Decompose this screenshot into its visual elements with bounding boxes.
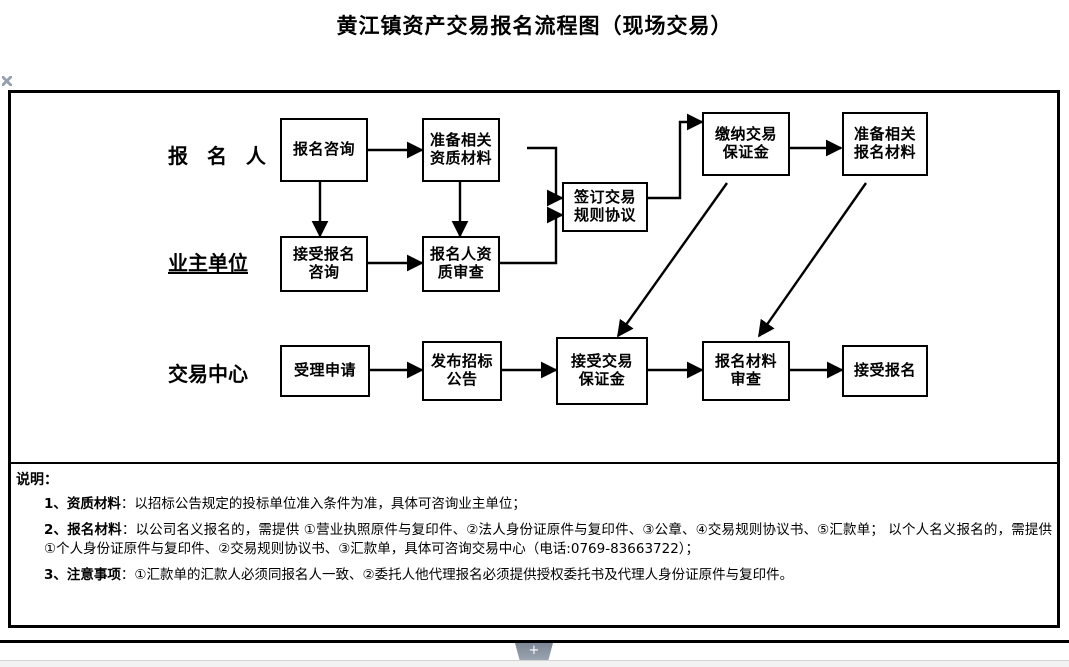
- node-jieshou-baoming[interactable]: 接受报名: [842, 345, 928, 397]
- note-index: 3、: [44, 566, 67, 583]
- note-item: 1、资质材料：以招标公告规定的投标单位准入条件为准，具体可咨询业主单位；: [16, 495, 1052, 515]
- node-fabu-zhaobiao-gonggao[interactable]: 发布招标 公告: [422, 341, 502, 401]
- page-title: 黄江镇资产交易报名流程图（现场交易）: [336, 14, 733, 38]
- note-term: 报名材料: [67, 521, 122, 538]
- node-zhunbei-zizhi-cailiao[interactable]: 准备相关 资质材料: [422, 118, 500, 182]
- node-baoming-zixun[interactable]: 报名咨询: [280, 118, 368, 182]
- frame-selection-handle[interactable]: [2, 76, 12, 86]
- node-shouli-shenqing[interactable]: 受理申请: [280, 345, 370, 397]
- lane-label-applicant: 报 名 人: [168, 144, 272, 168]
- node-baoming-cailiao-shencha[interactable]: 报名材料 审查: [702, 341, 790, 401]
- note-text: ：以公司名义报名的，需提供 ①营业执照原件与复印件、②法人身份证原件与复印件、③…: [44, 521, 1053, 558]
- note-item: 3、注意事项：①汇款单的汇款人必须同报名人一致、②委托人他代理报名必须提供授权委…: [16, 566, 1052, 586]
- notes-heading: 说明：: [16, 472, 58, 488]
- node-jiaona-jiaoyi-baozhengjin[interactable]: 缴纳交易 保证金: [702, 112, 790, 176]
- add-sheet-tab[interactable]: +: [515, 643, 553, 660]
- note-term: 注意事项: [66, 566, 121, 583]
- notes-divider: [8, 462, 1060, 464]
- notes-section: 说明： 1、资质材料：以招标公告规定的投标单位准入条件为准，具体可咨询业主单位；…: [16, 470, 1052, 592]
- node-qianding-jiaoyi-guize-xieyi[interactable]: 签订交易 规则协议: [562, 182, 648, 232]
- node-zhunbei-baoming-cailiao[interactable]: 准备相关 报名材料: [842, 112, 928, 176]
- note-index: 1、: [44, 496, 67, 513]
- bottom-rule: [0, 640, 1069, 643]
- note-index: 2、: [44, 521, 68, 538]
- note-term: 资质材料: [66, 496, 121, 513]
- bottom-strip: [0, 660, 1069, 667]
- lane-label-trading-center: 交易中心: [168, 362, 248, 386]
- note-text: ：①汇款单的汇款人必须同报名人一致、②委托人他代理报名必须提供授权委托书及代理人…: [120, 566, 794, 583]
- note-item: 2、报名材料：以公司名义报名的，需提供 ①营业执照原件与复印件、②法人身份证原件…: [16, 521, 1052, 560]
- node-jieshou-baoming-zixun[interactable]: 接受报名 咨询: [280, 236, 368, 292]
- node-jieshou-jiaoyi-baozhengjin[interactable]: 接受交易 保证金: [556, 337, 648, 405]
- lane-label-owner-unit: 业主单位: [168, 251, 248, 275]
- note-text: ：以招标公告规定的投标单位准入条件为准，具体可咨询业主单位；: [120, 496, 526, 513]
- node-baomingren-zizhi-shencha[interactable]: 报名人资 质审查: [422, 236, 500, 292]
